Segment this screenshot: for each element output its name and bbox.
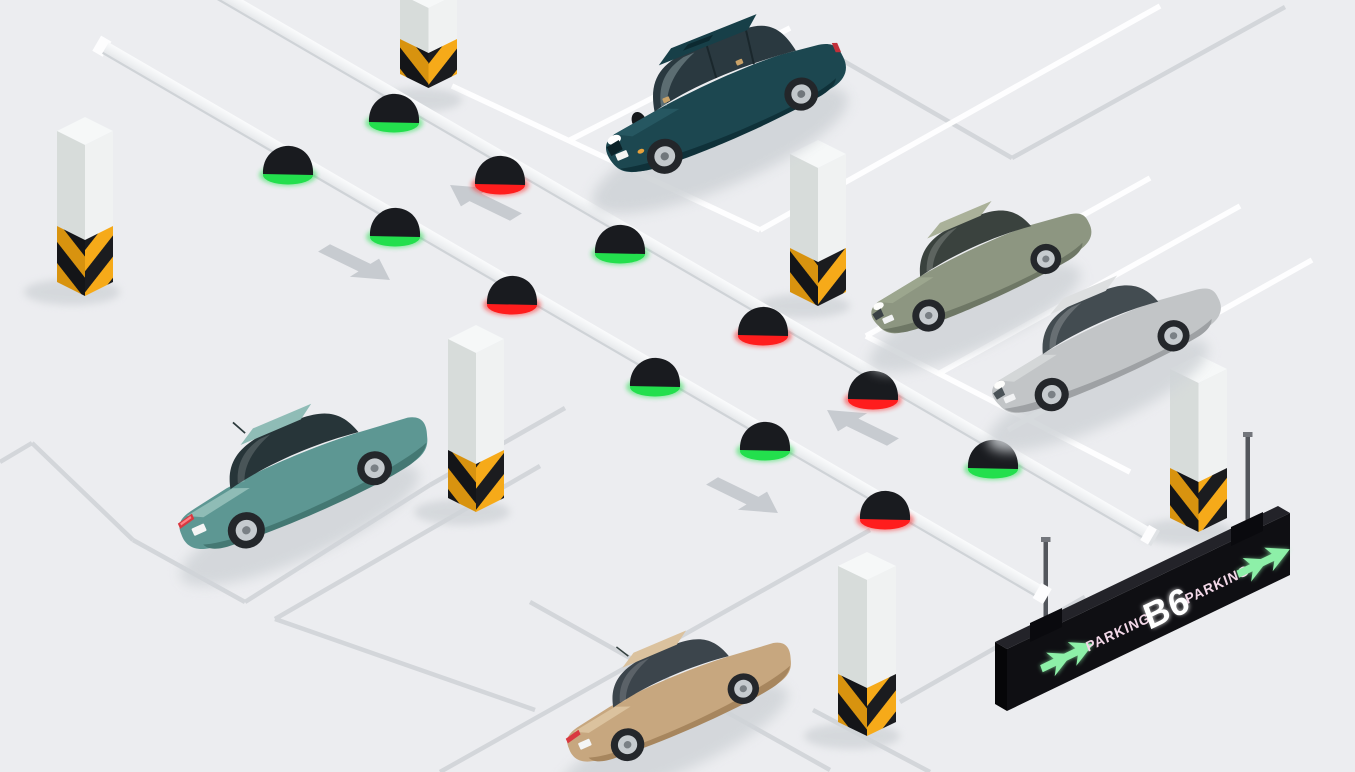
pillar-middle (414, 325, 510, 525)
pillar-upper-right (758, 140, 850, 318)
indicator-light (365, 93, 423, 134)
car-beige-sedan (565, 630, 791, 762)
pillar-right (1137, 355, 1233, 545)
pillar-left (24, 117, 120, 305)
indicator-light (259, 145, 317, 186)
cabin-glass (1042, 285, 1159, 355)
car-shadow (180, 464, 420, 586)
car-olive-sedan (871, 201, 1092, 334)
cabin-glass (612, 639, 729, 708)
indicator-light (366, 207, 424, 248)
occupancy-indicator-lights (259, 93, 1022, 531)
taillight (565, 729, 581, 744)
car-shadow (869, 263, 1081, 373)
car-teal-sedan (177, 403, 428, 549)
cabin-glass (229, 413, 359, 490)
headlight (994, 380, 1005, 389)
safety-pillars (24, 0, 1233, 749)
indicator-light (483, 275, 541, 316)
headlight (873, 302, 884, 311)
indicator-light (844, 370, 902, 411)
cabin-glass (919, 210, 1032, 277)
indicator-light (964, 439, 1022, 480)
car-shadow (592, 86, 848, 214)
indicator-light (856, 490, 914, 531)
indicator-light (734, 306, 792, 347)
cabin-glass (653, 25, 796, 112)
car-silver-sedan (992, 275, 1221, 414)
taillight (831, 42, 842, 53)
indicator-light (736, 421, 794, 462)
guidance-rail-b (92, 35, 1052, 605)
led-parking-sign: B6 PARKING B6 PARKING (995, 506, 1296, 711)
indicator-light (471, 155, 529, 196)
pillar-bottom (804, 552, 900, 749)
indicator-light (591, 224, 649, 265)
car-suv-dark-teal (605, 14, 846, 174)
car-shadow (558, 683, 788, 772)
car-shadow (987, 338, 1209, 452)
indicator-light (626, 357, 684, 398)
